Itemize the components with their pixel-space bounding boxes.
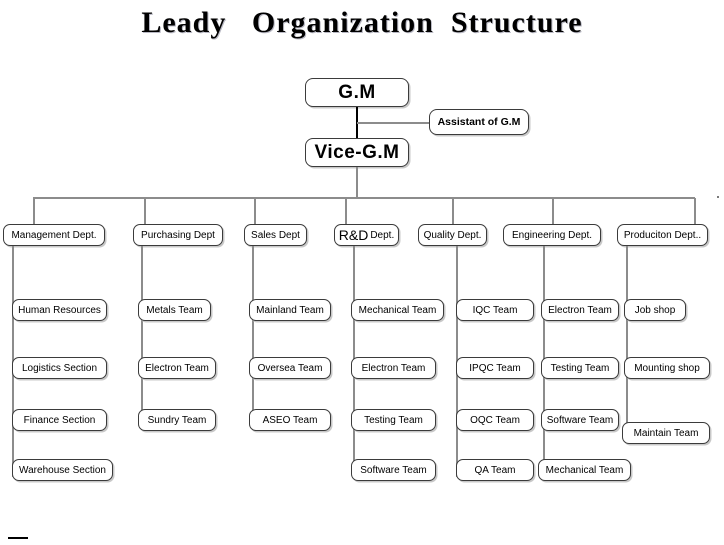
node-team-warehouse-section[interactable]: Warehouse Section [12, 459, 113, 481]
connector-spine-production [626, 246, 628, 429]
connector-drop-engineering [552, 198, 554, 224]
node-team-electron-rnd[interactable]: Electron Team [351, 357, 436, 379]
connector-drop-quality [452, 198, 454, 224]
node-team-electron-engineering[interactable]: Electron Team [541, 299, 619, 321]
node-team-job-shop[interactable]: Job shop [624, 299, 686, 321]
node-vice-gm[interactable]: Vice-G.M [305, 138, 409, 167]
node-team-sundry[interactable]: Sundry Team [138, 409, 216, 431]
node-gm[interactable]: G.M [305, 78, 409, 107]
node-team-ipqc[interactable]: IPQC Team [456, 357, 534, 379]
node-team-human-resources[interactable]: Human Resources [12, 299, 107, 321]
node-team-finance-section[interactable]: Finance Section [12, 409, 107, 431]
node-team-electron-purchasing[interactable]: Electron Team [138, 357, 216, 379]
department-bus-line [33, 197, 695, 199]
node-team-testing-engineering[interactable]: Testing Team [541, 357, 619, 379]
node-team-oqc[interactable]: OQC Team [456, 409, 534, 431]
node-team-software-rnd[interactable]: Software Team [351, 459, 436, 481]
node-dept-rnd-label-suffix: Dept. [370, 229, 395, 241]
node-team-qa[interactable]: QA Team [456, 459, 534, 481]
node-team-metals[interactable]: Metals Team [138, 299, 211, 321]
node-team-mainland[interactable]: Mainland Team [249, 299, 331, 321]
node-dept-engineering[interactable]: Engineering Dept. [503, 224, 601, 246]
node-team-maintain[interactable]: Maintain Team [622, 422, 710, 444]
connector-spine-sales [252, 246, 254, 426]
bottom-left-tick [8, 537, 28, 539]
connector-drop-management [33, 198, 35, 224]
node-dept-sales[interactable]: Sales Dept [244, 224, 307, 246]
node-team-testing-rnd[interactable]: Testing Team [351, 409, 436, 431]
node-team-mechanical-rnd[interactable]: Mechanical Team [351, 299, 444, 321]
node-team-mechanical-engineering[interactable]: Mechanical Team [538, 459, 631, 481]
node-dept-purchasing[interactable]: Purchasing Dept [133, 224, 223, 246]
node-team-mounting-shop[interactable]: Mounting shop [624, 357, 710, 379]
connector-drop-rnd [345, 198, 347, 224]
node-team-software-engineering[interactable]: Software Team [541, 409, 619, 431]
connector-vice-to-bus [356, 167, 358, 199]
node-team-aseo[interactable]: ASEO Team [249, 409, 331, 431]
connector-gm-to-assistant [357, 122, 429, 124]
node-dept-production[interactable]: Produciton Dept.. [617, 224, 708, 246]
node-team-iqc[interactable]: IQC Team [456, 299, 534, 321]
node-team-logistics-section[interactable]: Logistics Section [12, 357, 107, 379]
edge-dot [717, 196, 719, 198]
connector-spine-purchasing [141, 246, 143, 426]
node-dept-management[interactable]: Management Dept. [3, 224, 105, 246]
connector-drop-production [694, 198, 696, 224]
connector-drop-purchasing [144, 198, 146, 224]
page-title: Leady Organization Structure [141, 6, 583, 39]
node-assistant-of-gm[interactable]: Assistant of G.M [429, 109, 529, 135]
node-team-oversea[interactable]: Oversea Team [249, 357, 331, 379]
connector-drop-sales [254, 198, 256, 224]
node-dept-rnd-label-primary: R&D [338, 227, 369, 243]
node-dept-quality[interactable]: Quality Dept. [418, 224, 487, 246]
